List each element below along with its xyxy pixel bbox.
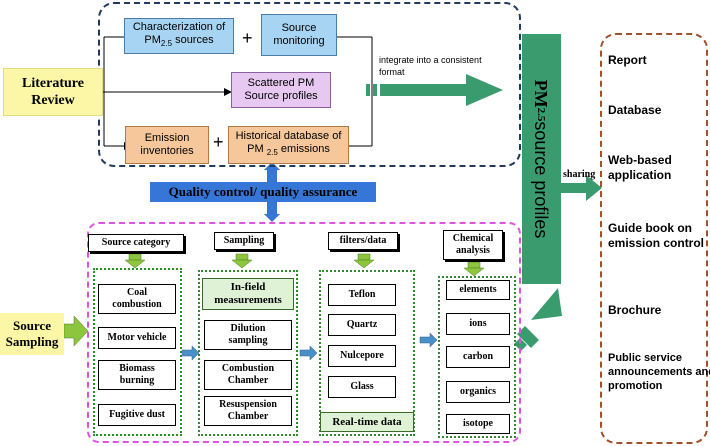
source-monitoring-box: Source monitoring (261, 14, 337, 56)
source-category-column (93, 268, 182, 436)
outputs-frame: Report Database Web-based application Gu… (600, 33, 710, 444)
chem-item-isotope: isotope (446, 414, 510, 434)
chem-item-ions: ions (446, 313, 510, 335)
sampling-item-resuspension: Resuspension Chamber (204, 396, 292, 426)
right-arrow-2 (299, 345, 318, 361)
real-time-data: Real-time data (320, 412, 414, 432)
chemical-to-profiles-arrow (514, 288, 562, 351)
in-field-measurements: In-field measurements (202, 278, 294, 310)
integrate-note: integrate into a consistent format (379, 55, 482, 77)
sampling-header: Sampling (214, 232, 274, 250)
sharing-arrow (560, 175, 602, 201)
down-arrow-4 (463, 261, 485, 277)
output-public-service: Public service announcements and promoti… (608, 352, 710, 392)
chemical-column (438, 276, 516, 438)
source-item-biomass: Biomass burning (98, 360, 176, 390)
source-item-fugitive: Fugitive dust (98, 404, 176, 426)
right-arrow-1 (181, 345, 200, 361)
down-arrow-1 (124, 253, 146, 269)
chem-item-elements: elements (446, 280, 510, 300)
sharing-label: sharing (563, 169, 596, 180)
source-category-header: Source category (88, 234, 184, 252)
literature-review-label: Literature Review (3, 68, 103, 116)
down-arrow-2 (231, 253, 253, 269)
characterization-box: Characterization of PM2.5 sources (124, 18, 234, 54)
pm25-source-profiles-bar (522, 34, 561, 284)
arrowhead-3 (224, 88, 232, 96)
filter-item-teflon: Teflon (328, 284, 396, 306)
filter-item-nulcepore: Nulcepore (328, 345, 396, 367)
right-arrow-3 (419, 332, 438, 348)
integrate-arrow (366, 74, 503, 106)
emission-inventories-box: Emission inventories (125, 126, 209, 164)
source-sampling-label: Source Sampling (0, 313, 64, 355)
filter-item-quartz: Quartz (328, 314, 396, 336)
sampling-item-combustion: Combustion Chamber (204, 360, 292, 390)
chem-item-carbon: carbon (446, 346, 510, 368)
source-sampling-arrow (63, 315, 89, 347)
qa-banner: Quality control/ quality assurance (150, 182, 376, 202)
output-database: Database (608, 103, 662, 117)
chem-item-organics: organics (446, 381, 510, 403)
plus-sign-2: + (213, 132, 224, 152)
filters-header: filters/data (328, 232, 398, 250)
down-arrow-3 (353, 253, 375, 269)
filter-item-glass: Glass (328, 376, 396, 398)
filters-column (319, 270, 415, 436)
sampling-column (198, 270, 298, 436)
bottom-group-frame (87, 222, 521, 443)
output-report: Report (608, 53, 647, 67)
historical-db-box: Historical database of PM 2.5 emissions (228, 126, 349, 164)
output-brochure: Brochure (608, 303, 662, 317)
source-item-coal: Coal combustion (98, 284, 176, 314)
sampling-item-dilution: Dilution sampling (204, 320, 292, 350)
source-item-motor: Motor vehicle (98, 327, 176, 349)
scattered-profiles-box: Scattered PM Source profiles (231, 72, 331, 108)
output-guide-book: Guide book on emission control (608, 221, 705, 250)
output-web-app: Web-based application (608, 153, 672, 182)
plus-sign-1: + (242, 28, 253, 48)
chemical-header: Chemical analysis (443, 230, 503, 260)
